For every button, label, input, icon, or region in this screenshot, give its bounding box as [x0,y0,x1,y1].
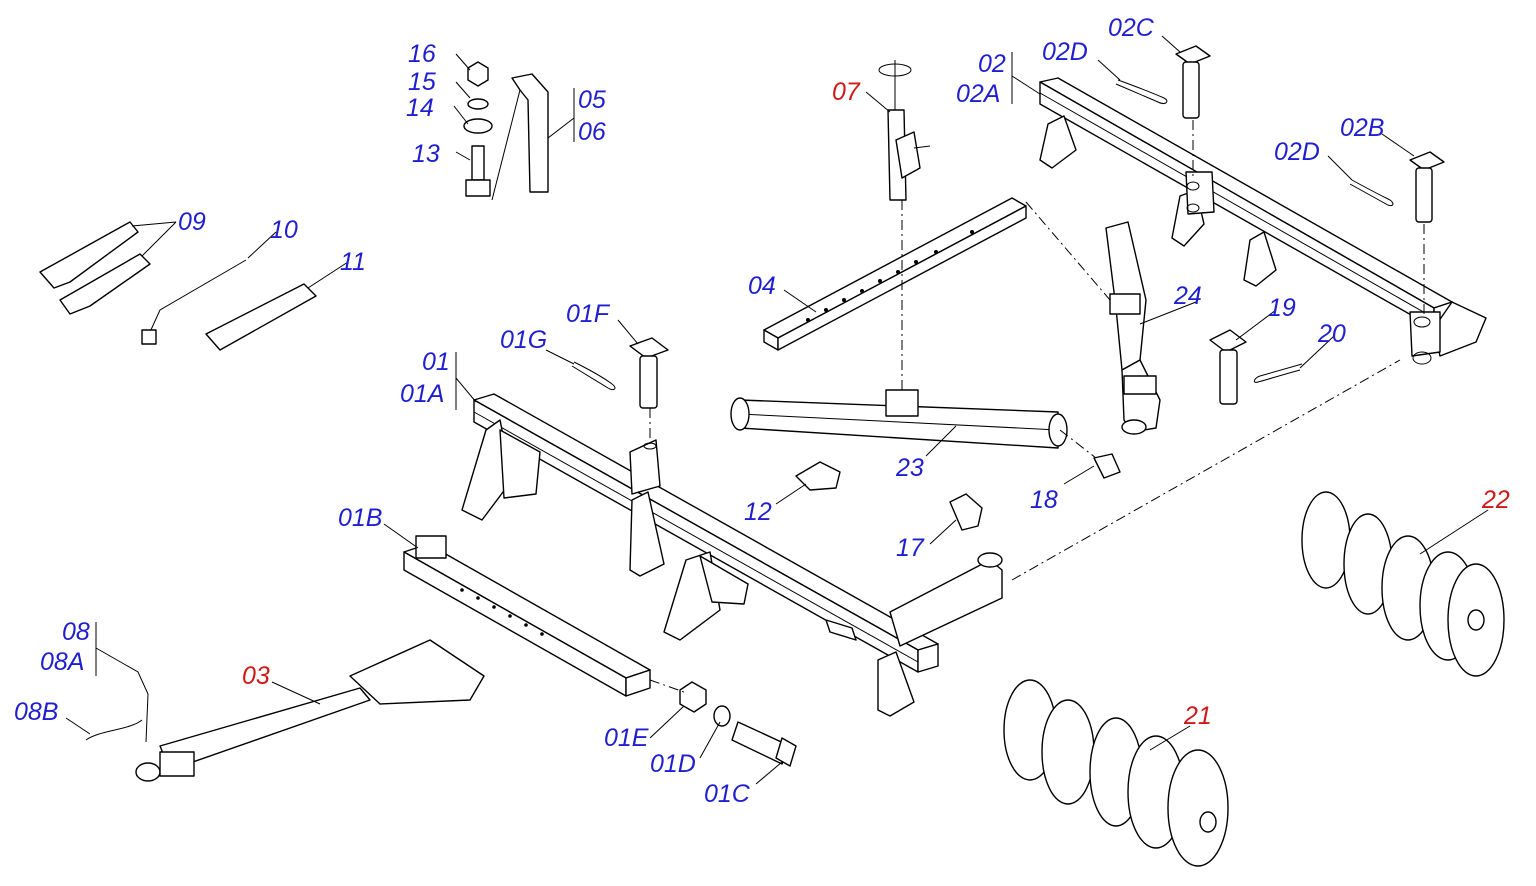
label-14: 14 [406,94,434,122]
label-06: 06 [578,118,606,146]
label-12: 12 [744,498,772,526]
disc-gang-21 [1003,679,1229,867]
front-frame-01 [461,393,939,717]
label-17: 17 [896,534,925,562]
disc-gang-22 [1301,491,1505,677]
label-02c: 02C [1108,14,1155,42]
callout-labels: 16 15 14 13 05 06 07 02 02A 02D 02C 02B … [14,14,1510,808]
label-01: 01 [422,348,450,376]
label-01b: 01B [338,504,382,532]
label-02: 02 [978,50,1006,78]
label-19: 19 [1268,294,1296,322]
label-01g: 01G [500,326,547,354]
label-22: 22 [1481,486,1510,514]
rear-frame-02 [1039,77,1487,365]
label-01c: 01C [704,780,751,808]
label-02d-top: 02D [1042,38,1088,66]
plate-11 [205,283,317,351]
side-arm [889,552,1003,647]
label-24: 24 [1173,282,1202,310]
label-21: 21 [1183,702,1212,730]
pin-19 [1209,329,1247,405]
leader-lines [65,35,1489,785]
crossbar-23 [730,389,1068,449]
label-01a: 01A [400,380,444,408]
label-15: 15 [408,68,436,96]
label-01f: 01F [566,300,611,328]
label-08b: 08B [14,698,58,726]
label-10: 10 [270,216,298,244]
stand-24 [1105,221,1161,435]
washer-01d [713,705,731,727]
label-08a: 08A [40,648,84,676]
clamp-05-06 [491,73,549,201]
nut-01e [679,681,707,713]
label-07: 07 [832,78,861,106]
jack-07 [878,60,931,201]
bolt-stack-13-16 [463,61,493,197]
label-02d-right: 02D [1274,138,1320,166]
pin-02c [1175,45,1211,119]
drawbar-03 [135,639,485,782]
pin-01f [629,337,669,409]
label-13: 13 [412,140,440,168]
label-02a: 02A [956,80,1000,108]
label-20: 20 [1317,320,1346,348]
fitting-18 [1093,453,1121,479]
fitting-17 [949,493,983,531]
rod-10 [141,259,247,345]
label-05: 05 [578,86,606,114]
label-03: 03 [242,662,270,690]
label-16: 16 [408,40,436,68]
label-01d: 01D [650,750,696,778]
label-23: 23 [895,454,924,482]
hitch-bar-01b [403,535,651,697]
bolt-01c [731,721,797,767]
label-08: 08 [62,618,90,646]
label-18: 18 [1030,486,1058,514]
plates-09 [39,221,151,315]
cotter-pins [571,79,1394,391]
bar-04 [763,197,1027,351]
label-04: 04 [748,272,776,300]
label-09: 09 [178,208,206,236]
label-11: 11 [340,248,366,276]
bracket-12 [795,461,841,491]
assembly-lines [649,120,1425,693]
pin-02b [1409,151,1445,223]
label-01e: 01E [604,724,649,752]
label-02b: 02B [1340,114,1384,142]
pin-08 [85,663,149,743]
